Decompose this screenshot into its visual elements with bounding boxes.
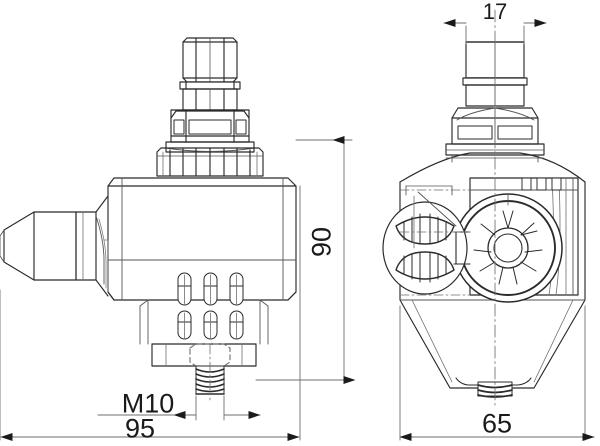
dimension-17-label: 17: [482, 0, 508, 24]
lower-saddle-side: [139, 299, 269, 367]
dimension-65: [399, 305, 586, 441]
ribbed-collar-side: [156, 147, 264, 177]
dimension-95: [0, 185, 301, 441]
cable-entry-cone-side: [0, 195, 109, 297]
connector-body-side: [107, 177, 297, 301]
piercing-pins-side: [177, 272, 244, 340]
dimension-m10: [195, 395, 225, 421]
inner-housing-front: [469, 177, 579, 296]
cable-jaw-left-front: [382, 185, 471, 296]
side-view-group: [0, 37, 297, 401]
m10-stud-side: [195, 343, 225, 401]
lower-taper-front: [411, 299, 574, 386]
washer-front: [445, 143, 545, 156]
dimension-17: [465, 25, 525, 45]
cable-jaw-right-front: [453, 193, 563, 303]
shear-bolt-head-side: [179, 37, 241, 111]
dimension-90-label: 90: [306, 226, 337, 258]
dimension-95-label: 95: [124, 413, 156, 444]
hex-nut-side: [170, 109, 250, 143]
hidden-hex-outline-side: [189, 343, 231, 367]
dimension-65-label: 65: [481, 408, 513, 439]
dimension-m10-label: M10: [121, 388, 175, 419]
front-view-group: [382, 9, 586, 406]
